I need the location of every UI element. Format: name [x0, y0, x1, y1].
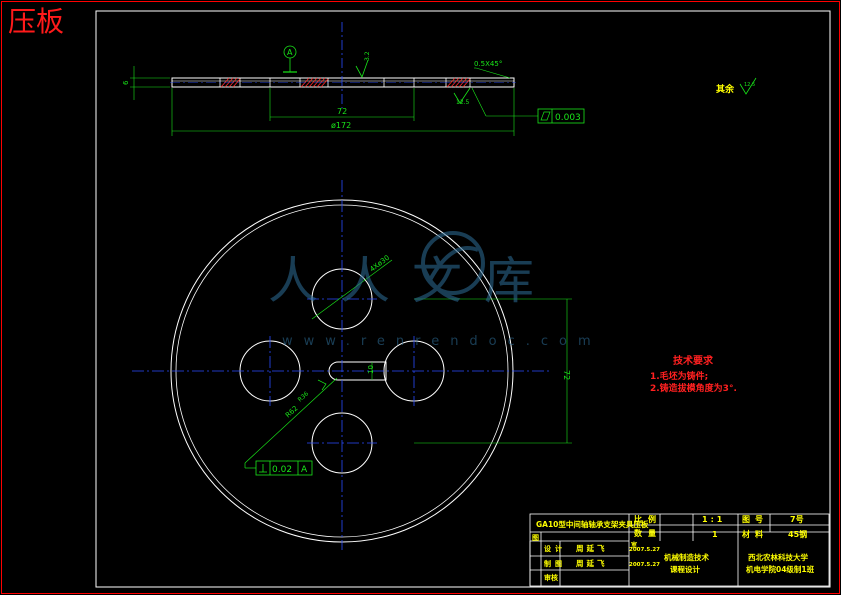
notes-heading: 技术要求 [673, 354, 714, 367]
tb-material-value: 45钢 [788, 529, 807, 539]
perpendicular-value: 0.02 [272, 465, 292, 475]
perpendicular-frame [255, 460, 313, 476]
tb-course-line2: 课程设计 [670, 564, 700, 574]
tb-draw-name: 周延飞 [576, 558, 608, 568]
side-diameter-label: ø172 [331, 121, 351, 130]
other-roughness-symbol [739, 77, 757, 95]
roughness-top-symbol [355, 59, 369, 78]
datum-a-label: A [287, 48, 293, 57]
watermark-logo-icon [421, 231, 485, 295]
technical-notes: 技术要求 1.毛坯为铸件; 2.铸造拔模角度为3°. [650, 354, 737, 394]
tb-school-line2: 机电学院04级制1班 [746, 564, 815, 574]
tb-draw-label: 制图 [544, 559, 566, 568]
tb-count-label: 数量 [634, 528, 662, 538]
note-item-2: 2.铸造拔模角度为3°. [650, 382, 737, 394]
roughness-top-value: 3.2 [364, 51, 371, 61]
tb-side-mark: 室 [631, 541, 637, 549]
tb-review-label: 审核 [544, 573, 558, 582]
tb-draw-date: 2007.5.27 [629, 562, 660, 568]
note-item-1: 1.毛坯为铸件; [650, 370, 708, 382]
tb-sheet-label: 图号 [742, 515, 768, 524]
front-span-label: 72 [562, 370, 571, 380]
other-roughness: 其余 12.5 [716, 77, 757, 95]
tb-school-line1: 西北农林科技大学 [748, 552, 808, 562]
tb-design-name: 周延飞 [576, 543, 608, 553]
inner-frame [95, 10, 831, 588]
flatness-value: 0.003 [555, 113, 581, 123]
flatness-frame [537, 108, 585, 124]
tb-design-date: 2007.5.27 [629, 547, 660, 553]
watermark-url: www.renrendoc.com [282, 334, 602, 349]
tb-design-label: 设计 [544, 544, 566, 553]
tb-course-line1: 机械制造技术 [664, 552, 709, 562]
tb-material-label: 材料 [742, 529, 768, 539]
tb-drawing-label: 图 [532, 533, 539, 542]
side-view: 6 A 3.2 0.5X45° 12.5 72 ø172 0.003 [122, 22, 585, 136]
chamfer-label: 0.5X45° [474, 60, 502, 68]
watermark: 人人文库 www.renrendoc.com [268, 231, 602, 349]
tb-scale-value: 1:1 [702, 515, 725, 524]
title-stamp: 压板 [8, 5, 65, 38]
center-slot [338, 361, 387, 381]
side-span-label: 72 [337, 107, 347, 116]
other-roughness-value: 12.5 [744, 82, 755, 88]
tb-sheet-value: 7号 [790, 515, 804, 524]
other-roughness-label: 其余 [716, 83, 735, 95]
perpendicular-datum: A [301, 465, 308, 475]
tb-count-value: 1 [712, 530, 718, 539]
side-thickness-label: 6 [122, 80, 130, 85]
watermark-text: 人人文库 [268, 252, 556, 310]
tb-part-title: GA10型中间轴轴承支架夹具压板 [536, 519, 649, 529]
perpendicular-icon [259, 464, 267, 473]
flatness-icon [540, 111, 551, 121]
slot-width-label: 10 [367, 365, 375, 374]
tb-scale-label: 比例 [634, 514, 662, 524]
roughness-bottom-symbol [453, 87, 471, 104]
title-block: GA10型中间轴轴承支架夹具压板 比例 1:1 数量 1 图号 7号 材料 45… [529, 513, 830, 587]
roughness-bottom-value: 12.5 [456, 99, 470, 106]
